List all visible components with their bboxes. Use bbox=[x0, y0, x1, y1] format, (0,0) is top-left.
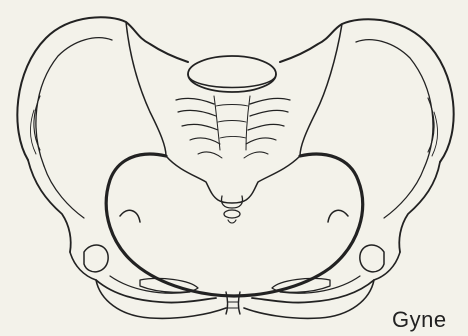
pelvic-inlet bbox=[106, 154, 362, 296]
pubic-symphysis bbox=[226, 292, 228, 314]
left-ischial-spine bbox=[120, 210, 140, 222]
sacrum bbox=[166, 156, 300, 203]
left-iliac-shadow bbox=[34, 96, 40, 150]
sacral-promontory bbox=[188, 56, 276, 92]
left-iliac-inner-fold bbox=[36, 38, 112, 166]
right-acetabulum bbox=[360, 245, 384, 272]
right-ischial-spine bbox=[328, 210, 348, 222]
left-acetabulum bbox=[84, 245, 108, 272]
right-iliac-inner-fold bbox=[356, 40, 433, 168]
figure-caption: Gyne bbox=[392, 307, 447, 333]
